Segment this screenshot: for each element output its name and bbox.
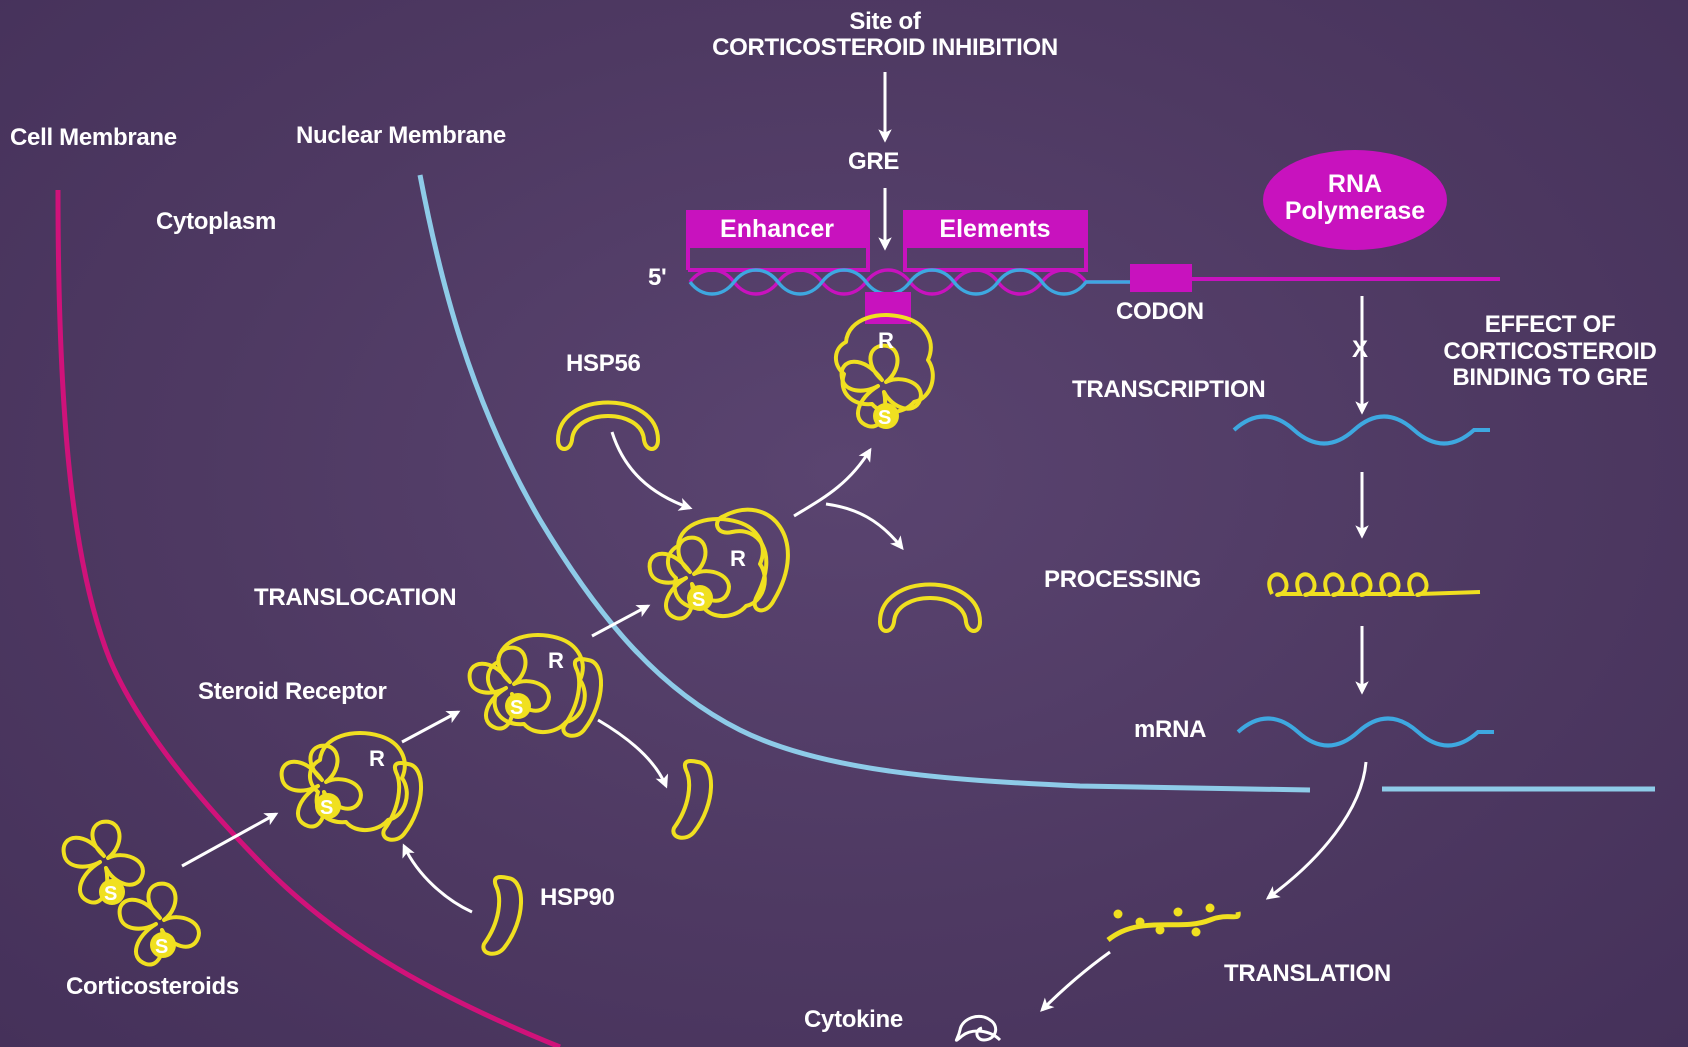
effect-line3: BINDING TO GRE bbox=[1452, 364, 1648, 391]
hsp90-free bbox=[481, 874, 524, 956]
steroid-receptor-label: Steroid Receptor bbox=[198, 678, 387, 705]
hsp90-label: HSP90 bbox=[540, 884, 615, 911]
corticosteroid-inhibition-label: CORTICOSTEROID INHIBITION bbox=[712, 34, 1058, 61]
site-of-label: Site of bbox=[849, 8, 921, 35]
translation-label: TRANSLATION bbox=[1224, 960, 1391, 987]
rna-polymerase-shape bbox=[1263, 150, 1447, 250]
rna-polymerase-label: RNA Polymerase bbox=[1263, 171, 1447, 225]
hsp56-released bbox=[878, 582, 982, 633]
transcription-label: TRANSCRIPTION bbox=[1072, 376, 1266, 403]
translation-strand bbox=[1106, 911, 1241, 942]
hsp56-label: HSP56 bbox=[566, 350, 641, 377]
mrna-wave bbox=[1236, 716, 1494, 748]
steroid-glyph-4: S bbox=[510, 697, 523, 719]
cytoplasm-label: Cytoplasm bbox=[156, 208, 276, 235]
hsp-released bbox=[671, 758, 714, 840]
processing-label: PROCESSING bbox=[1044, 566, 1202, 593]
rna-polymerase-line2: Polymerase bbox=[1284, 197, 1426, 225]
arrow-complex2-to-3 bbox=[591, 604, 651, 638]
transcript-wave bbox=[1232, 414, 1490, 446]
cell-membrane-label: Cell Membrane bbox=[10, 124, 177, 151]
gre-label: GRE bbox=[848, 148, 900, 175]
cell-membrane-line bbox=[55, 189, 561, 1047]
dna-helix bbox=[688, 268, 1130, 296]
cytokine-label: Cytokine bbox=[804, 1006, 903, 1033]
receptor-glyph-3: R bbox=[730, 546, 746, 571]
steroid-glyph-6: S bbox=[878, 407, 891, 429]
arrow-hsp-release bbox=[597, 718, 669, 789]
hsp56-free bbox=[556, 400, 660, 451]
cytokine-spiral bbox=[954, 1014, 1002, 1042]
rna-polymerase-line1: RNA bbox=[1327, 170, 1383, 198]
receptor-glyph-1: R bbox=[369, 746, 385, 771]
glyph-layer: R R R R S S S S S S bbox=[104, 328, 899, 958]
five-prime-label: 5' bbox=[648, 264, 667, 291]
codon-label: CODON bbox=[1116, 298, 1204, 325]
effect-line1: EFFECT OF bbox=[1484, 311, 1616, 338]
steroid-glyph-2: S bbox=[155, 936, 168, 958]
codon-box bbox=[1130, 264, 1192, 292]
ribosome-dots bbox=[1113, 903, 1215, 937]
blocked-x-mark: X bbox=[1352, 336, 1368, 363]
corticosteroids-label: Corticosteroids bbox=[66, 973, 239, 1000]
elements-box: Elements bbox=[904, 210, 1086, 248]
receptor-complex-1 bbox=[279, 731, 424, 842]
receptor-glyph-2: R bbox=[548, 648, 564, 673]
receptor-complex-3 bbox=[647, 507, 790, 621]
enhancer-box: Enhancer bbox=[686, 210, 868, 248]
arrow-complex3-release-hsp bbox=[825, 502, 904, 551]
arrow-translation-to-cytokine bbox=[1040, 950, 1111, 1012]
nuclear-membrane-label: Nuclear Membrane bbox=[296, 122, 506, 149]
arrow-complex3-to-nucleus bbox=[793, 447, 872, 518]
receptor-glyph-4: R bbox=[878, 328, 894, 353]
arrow-hsp90-join bbox=[402, 843, 473, 914]
arrow-steroid-entry bbox=[181, 812, 279, 868]
steroid-glyph-3: S bbox=[320, 797, 333, 819]
effect-line2: CORTICOSTEROID bbox=[1443, 338, 1657, 365]
translocation-label: TRANSLOCATION bbox=[254, 584, 457, 611]
arrow-hsp56-join bbox=[610, 431, 693, 511]
mrna-label: mRNA bbox=[1134, 716, 1207, 743]
arrow-mrna-to-translation bbox=[1265, 761, 1368, 900]
processing-coil bbox=[1267, 572, 1481, 597]
steroid-glyph-1: S bbox=[104, 883, 117, 905]
receptor-complex-2 bbox=[467, 633, 604, 738]
steroid-glyph-5: S bbox=[692, 589, 705, 611]
arrow-complex1-to-2 bbox=[401, 710, 461, 744]
nuclear-membrane-line bbox=[417, 174, 1311, 793]
